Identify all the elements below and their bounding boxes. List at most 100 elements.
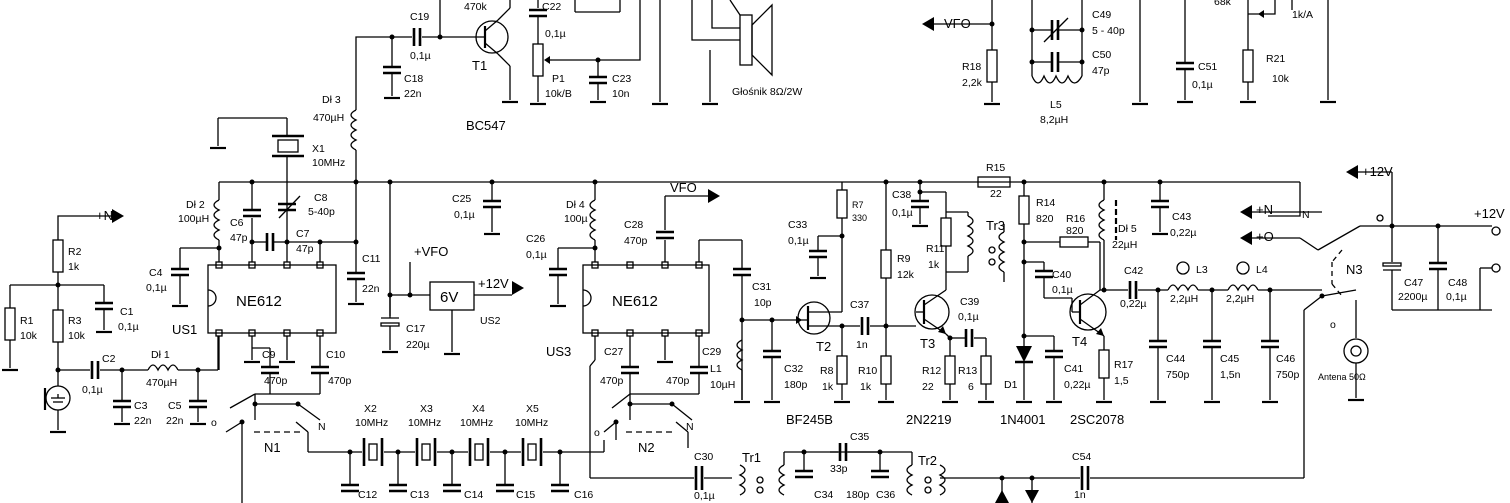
label-vfo: VFO xyxy=(670,180,697,195)
label-c39v: 0,1µ xyxy=(958,311,979,323)
label-c7v: 47p xyxy=(296,243,314,255)
label-x4v: 10MHz xyxy=(460,417,493,429)
label-c11v: 22n xyxy=(362,283,380,295)
label-dl5: Dł 5 xyxy=(1118,223,1137,235)
label-dl4: Dł 4 xyxy=(566,199,585,211)
label-c7: C7 xyxy=(296,228,310,240)
us2-regulator xyxy=(380,179,524,356)
label-x2v: 10MHz xyxy=(355,417,388,429)
label-c49v: 5 - 40p xyxy=(1092,25,1125,37)
label-n3: N3 xyxy=(1346,262,1363,277)
label-l4v: 2,2µH xyxy=(1226,293,1254,305)
label-r2v: 1k xyxy=(68,261,80,273)
label-us3: US3 xyxy=(546,344,571,359)
label-dl5v: 22µH xyxy=(1112,239,1137,251)
label-c4: C4 xyxy=(149,267,163,279)
label-sw-n3-o: o xyxy=(1330,319,1336,331)
label-c10: C10 xyxy=(326,349,345,361)
label-c18: C18 xyxy=(404,73,423,85)
label-c22: C22 xyxy=(542,1,561,13)
label-c11: C11 xyxy=(362,253,381,265)
label-2sc2078: 2SC2078 xyxy=(1070,412,1124,427)
label-p12v-r: +12V xyxy=(1474,206,1505,221)
vfo-stage xyxy=(922,0,1336,106)
label-c45v: 1,5n xyxy=(1220,369,1241,381)
label-c31v: 10p xyxy=(754,297,772,309)
label-vfo-top: VFO xyxy=(944,16,971,31)
label-c47v: 2200µ xyxy=(1398,291,1427,303)
label-c27v: 470p xyxy=(600,375,624,387)
label-n1: N1 xyxy=(264,440,281,455)
label-r16v: 820 xyxy=(1066,225,1084,237)
us3-mixer xyxy=(549,179,751,479)
label-c14: C14 xyxy=(464,489,483,501)
label-r12v: 22 xyxy=(922,381,934,393)
label-c23: C23 xyxy=(612,73,631,85)
label-r14v: 820 xyxy=(1036,213,1054,225)
label-c48v: 0,1µ xyxy=(1446,291,1467,303)
label-l3: L3 xyxy=(1196,264,1208,276)
label-n2-n: N xyxy=(686,421,694,433)
label-c48: C48 xyxy=(1448,277,1467,289)
label-c43: C43 xyxy=(1172,211,1191,223)
label-c19: C19 xyxy=(410,11,429,23)
label-c44v: 750p xyxy=(1166,369,1190,381)
label-n2: N2 xyxy=(638,440,655,455)
label-c18v: 22n xyxy=(404,88,422,100)
label-l3v: 2,2µH xyxy=(1170,293,1198,305)
label-c28: C28 xyxy=(624,219,643,231)
label-c35v: 33p xyxy=(830,463,848,475)
label-p1: P1 xyxy=(552,73,565,85)
label-c32: C32 xyxy=(784,363,803,375)
label-c54: C54 xyxy=(1072,451,1091,463)
label-2n2219: 2N2219 xyxy=(906,412,952,427)
label-c9v: 470p xyxy=(264,375,288,387)
label-c4v: 0,1µ xyxy=(146,282,167,294)
label-us2: US2 xyxy=(480,315,501,327)
label-t1: T1 xyxy=(472,58,487,73)
label-pO-b: +O xyxy=(1256,229,1274,244)
label-c6v: 47p xyxy=(230,232,248,244)
label-c51: C51 xyxy=(1198,61,1217,73)
label-r13v: 6 xyxy=(968,381,974,393)
label-c25: C25 xyxy=(452,193,471,205)
label-pvfo: +VFO xyxy=(414,244,448,259)
label-c50: C50 xyxy=(1092,49,1111,61)
input-stage xyxy=(2,209,219,434)
label-x3v: 10MHz xyxy=(408,417,441,429)
label-r18: R18 xyxy=(962,61,981,73)
label-r17: R17 xyxy=(1114,359,1133,371)
label-c17: C17 xyxy=(406,323,425,335)
label-c17v: 220µ xyxy=(406,339,430,351)
label-c35: C35 xyxy=(850,431,869,443)
label-c26v: 0,1µ xyxy=(526,249,547,261)
label-c30v: 0,1µ xyxy=(694,490,715,502)
label-c25v: 0,1µ xyxy=(454,209,475,221)
label-c5: C5 xyxy=(168,400,182,412)
label-n1-n: N xyxy=(318,421,326,433)
label-c30: C30 xyxy=(694,451,713,463)
crystal-filter xyxy=(340,438,604,493)
label-r15v: 22 xyxy=(990,188,1002,200)
label-c2: C2 xyxy=(102,353,116,365)
label-r1v: 10k xyxy=(20,330,38,342)
label-c49: C49 xyxy=(1092,9,1111,21)
label-tr3: Tr3 xyxy=(986,218,1005,233)
component-labels: 470k C19 0,1µ C22 0,1µ C18 22n T1 BC547 … xyxy=(20,0,1505,502)
label-p12v-b: +12V xyxy=(1362,164,1393,179)
label-c46: C46 xyxy=(1276,353,1295,365)
label-c8v: 5-40p xyxy=(308,206,335,218)
audio-stage xyxy=(355,0,773,110)
label-x1: X1 xyxy=(312,143,325,155)
label-x5v: 10MHz xyxy=(515,417,548,429)
label-r15: R15 xyxy=(986,162,1005,174)
us1-mixer xyxy=(171,109,1300,503)
label-pN-b: +N xyxy=(1256,202,1273,217)
label-c28v: 470p xyxy=(624,235,648,247)
label-ne612a: NE612 xyxy=(236,293,282,310)
label-tr1: Tr1 xyxy=(742,450,761,465)
label-c34: C34 xyxy=(814,489,833,501)
label-c10v: 470p xyxy=(328,375,352,387)
label-r11: R11 xyxy=(926,243,945,255)
